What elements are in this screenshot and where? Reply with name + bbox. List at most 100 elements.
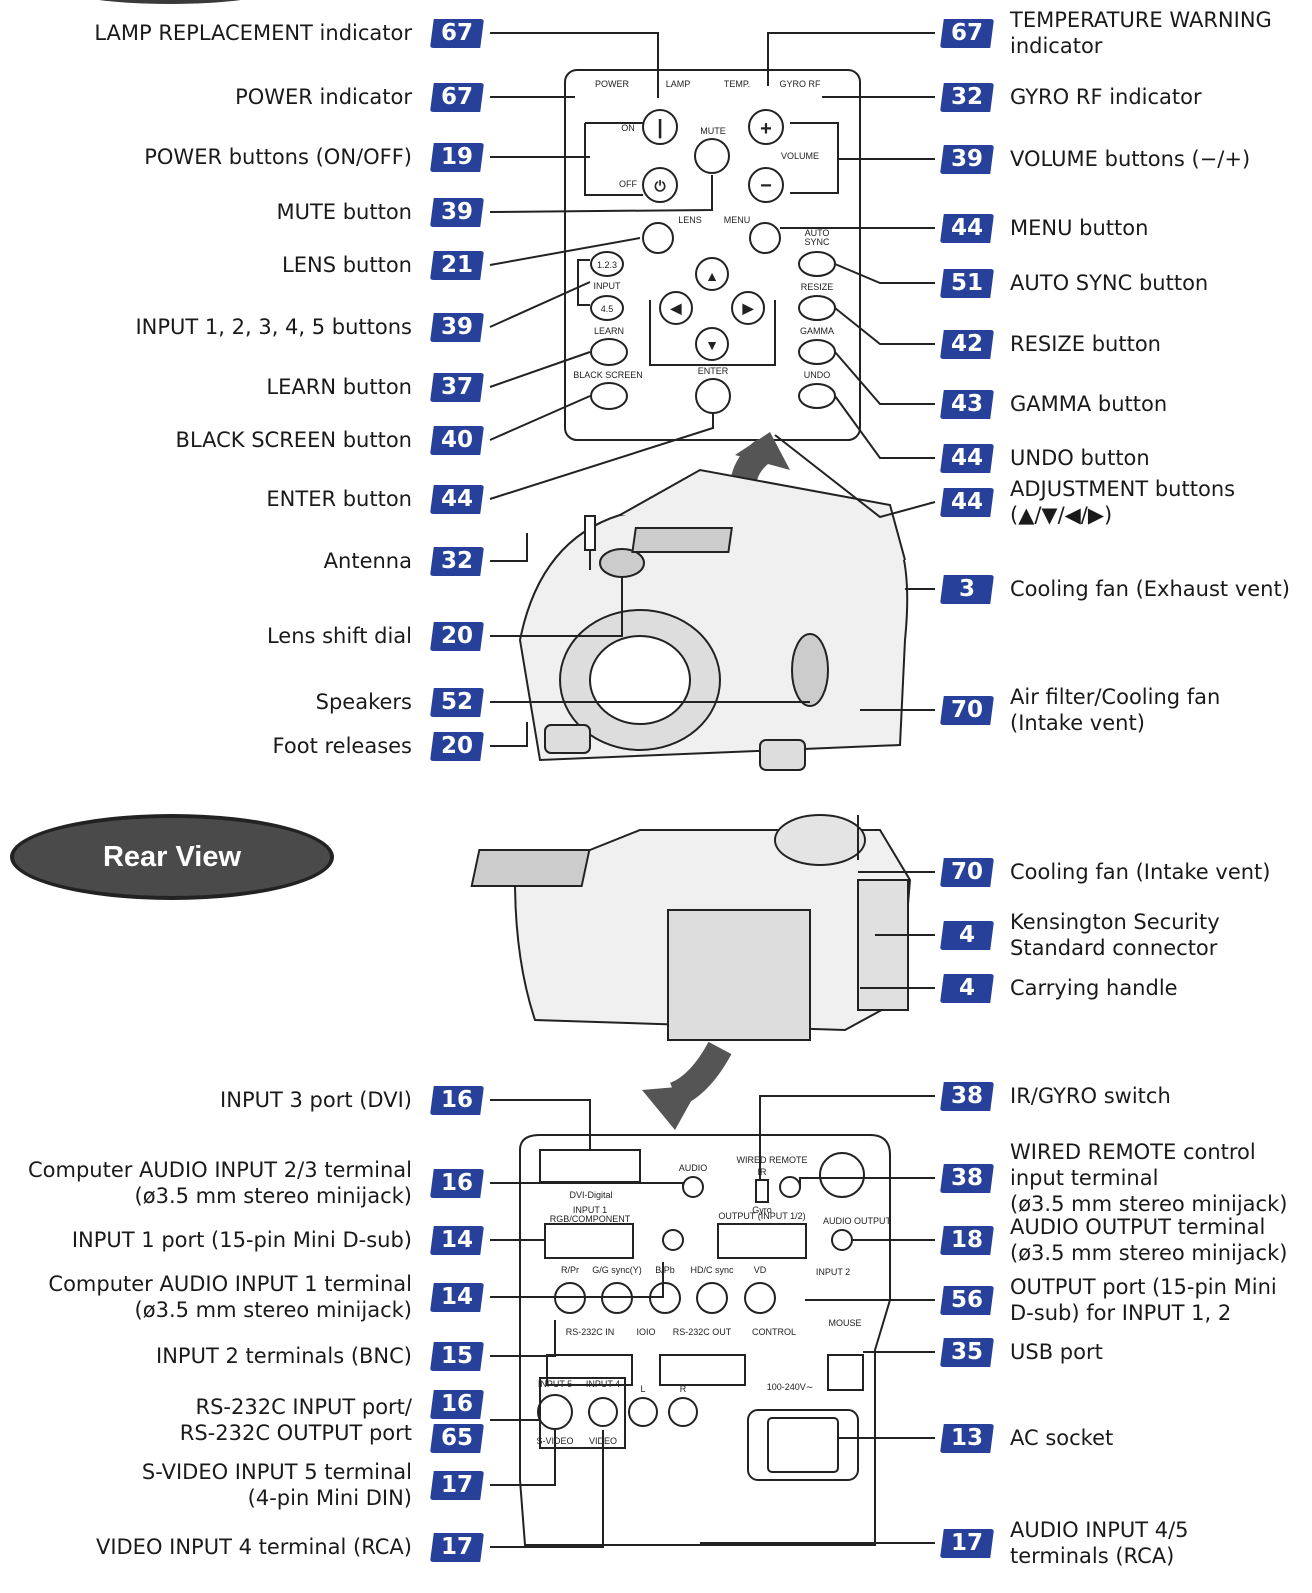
front-left-label-9: Antenna: [324, 548, 412, 574]
front-left-label-5: INPUT 1, 2, 3, 4, 5 buttons: [135, 314, 412, 340]
leader-line: [490, 1262, 664, 1298]
leader-line: [834, 395, 935, 459]
leader-line: [767, 32, 935, 86]
svg-text:DVI-Digital: DVI-Digital: [569, 1190, 612, 1200]
front-left-label-4-text: LENS button: [282, 253, 412, 277]
front-left-label-8: ENTER button: [266, 486, 412, 512]
front-right-label-5-text: RESIZE button: [1010, 332, 1161, 356]
rear-right-label-2: Carrying handle: [1010, 975, 1178, 1001]
front-left-label-7-text: BLACK SCREEN button: [175, 428, 412, 452]
rear-view-banner: Rear View: [10, 814, 334, 900]
front-right-label-4: AUTO SYNC button: [1010, 270, 1208, 296]
front-right-label-0-text: TEMPERATURE WARNING: [1010, 8, 1272, 32]
svg-text:RGB/COMPONENT: RGB/COMPONENT: [550, 1214, 631, 1224]
front-left-page-badge-9: 32: [430, 547, 484, 576]
front-right-label-6-text: GAMMA button: [1010, 392, 1168, 416]
svg-text:MOUSE: MOUSE: [828, 1318, 861, 1328]
rear-left-label-5-text: RS-232C OUTPUT port: [179, 1421, 412, 1445]
front-left-label-12-text: Foot releases: [272, 734, 412, 758]
rear-left-label-5-text: RS-232C INPUT port/: [195, 1395, 412, 1419]
front-right-page-badge-0: 67: [940, 19, 994, 48]
rear-left-label-2: INPUT 1 port (15-pin Mini D-sub): [72, 1227, 412, 1253]
svg-text:LENS: LENS: [678, 215, 702, 225]
svg-text:LAMP: LAMP: [666, 79, 691, 89]
rear-right-label-5-text: AUDIO OUTPUT terminal: [1010, 1215, 1266, 1239]
svg-text:WIRED REMOTE: WIRED REMOTE: [737, 1155, 808, 1165]
front-left-label-8-text: ENTER button: [266, 487, 412, 511]
rear-left-label-3-text: (ø3.5 mm stereo minijack): [134, 1298, 412, 1322]
front-right-label-9: Cooling fan (Exhaust vent): [1010, 576, 1290, 602]
leader-line: [490, 1430, 556, 1486]
rear-left-label-0: INPUT 3 port (DVI): [220, 1087, 412, 1113]
rear-right-page-badge-0: 70: [940, 858, 994, 887]
rear-left-label-7: VIDEO INPUT 4 terminal (RCA): [96, 1534, 412, 1560]
leader-line: [489, 414, 714, 500]
rear-right-label-8-text: AC socket: [1010, 1426, 1114, 1450]
svg-text:HD/C sync: HD/C sync: [690, 1265, 734, 1275]
front-left-label-5-text: INPUT 1, 2, 3, 4, 5 buttons: [135, 315, 412, 339]
svg-text:G/G sync(Y): G/G sync(Y): [592, 1265, 642, 1275]
front-right-label-0-text: indicator: [1010, 34, 1103, 58]
svg-text:INPUT 4: INPUT 4: [586, 1379, 620, 1389]
svg-text:AUTO: AUTO: [805, 228, 830, 238]
leader-line: [490, 1320, 556, 1357]
rear-left-page-badge-6: 17: [430, 1471, 484, 1500]
rear-right-label-5: AUDIO OUTPUT terminal(ø3.5 mm stereo min…: [1010, 1214, 1287, 1266]
front-right-page-badge-5: 42: [940, 330, 994, 359]
rear-right-label-9-text: terminals (RCA): [1010, 1544, 1175, 1568]
front-left-label-0-text: LAMP REPLACEMENT indicator: [94, 21, 412, 45]
svg-text:MUTE: MUTE: [700, 126, 726, 136]
leader-line: [490, 32, 659, 98]
svg-text:GYRO RF: GYRO RF: [779, 79, 821, 89]
svg-text:IR: IR: [758, 1167, 768, 1177]
front-left-label-9-text: Antenna: [323, 549, 412, 573]
front-left-label-3: MUTE button: [276, 199, 412, 225]
svg-text:INPUT: INPUT: [594, 281, 622, 291]
front-left-label-10: Lens shift dial: [267, 623, 412, 649]
leader-line: [490, 1182, 684, 1187]
svg-text:L: L: [640, 1384, 645, 1394]
rear-right-label-4-text: WIRED REMOTE control: [1010, 1140, 1256, 1164]
svg-text:Gyro: Gyro: [752, 1205, 772, 1215]
leader-line: [490, 1430, 604, 1548]
leader-line: [774, 434, 936, 519]
svg-text:▼: ▼: [705, 337, 719, 353]
front-left-label-1-text: POWER indicator: [235, 85, 412, 109]
front-left-page-badge-3: 39: [430, 198, 484, 227]
svg-text:UNDO: UNDO: [804, 370, 831, 380]
front-left-page-badge-10: 20: [430, 622, 484, 651]
rear-left-page-badge-0: 16: [430, 1086, 484, 1115]
svg-text:AUDIO: AUDIO: [679, 1163, 708, 1173]
svg-text:INPUT 2: INPUT 2: [816, 1267, 850, 1277]
svg-text:AUDIO OUTPUT: AUDIO OUTPUT: [823, 1216, 892, 1226]
leader-line: [759, 1095, 935, 1180]
rear-left-label-3-text: Computer AUDIO INPUT 1 terminal: [48, 1272, 412, 1296]
leader-line: [490, 1099, 591, 1150]
rear-right-label-9-text: AUDIO INPUT 4/5: [1010, 1518, 1189, 1542]
front-left-label-4: LENS button: [282, 252, 412, 278]
rear-right-label-7-text: USB port: [1010, 1340, 1103, 1364]
rear-left-label-4-text: INPUT 2 terminals (BNC): [156, 1344, 412, 1368]
front-right-label-8-text: (▲/▼/◀/▶): [1010, 503, 1113, 527]
svg-text:LEARN: LEARN: [594, 326, 624, 336]
front-right-label-3-text: MENU button: [1010, 216, 1149, 240]
front-right-page-badge-9: 3: [940, 575, 994, 604]
rear-right-label-2-text: Carrying handle: [1010, 976, 1178, 1000]
leader-line: [834, 307, 935, 345]
front-projector: [518, 468, 909, 771]
rear-right-label-0-text: Cooling fan (Intake vent): [1010, 860, 1271, 884]
rear-left-label-1-text: Computer AUDIO INPUT 2/3 terminal: [27, 1158, 412, 1182]
front-control-panel: [564, 69, 861, 441]
rear-left-label-4: INPUT 2 terminals (BNC): [156, 1343, 412, 1369]
front-right-label-1: GYRO RF indicator: [1010, 84, 1202, 110]
leader-line: [490, 1378, 541, 1421]
svg-text:INPUT 1: INPUT 1: [573, 1205, 607, 1215]
leader-line: [489, 237, 641, 266]
svg-text:1.2.3: 1.2.3: [597, 260, 617, 270]
front-right-label-3: MENU button: [1010, 215, 1148, 241]
front-right-label-4-text: AUTO SYNC button: [1010, 271, 1209, 295]
front-right-page-badge-7: 44: [940, 444, 994, 473]
